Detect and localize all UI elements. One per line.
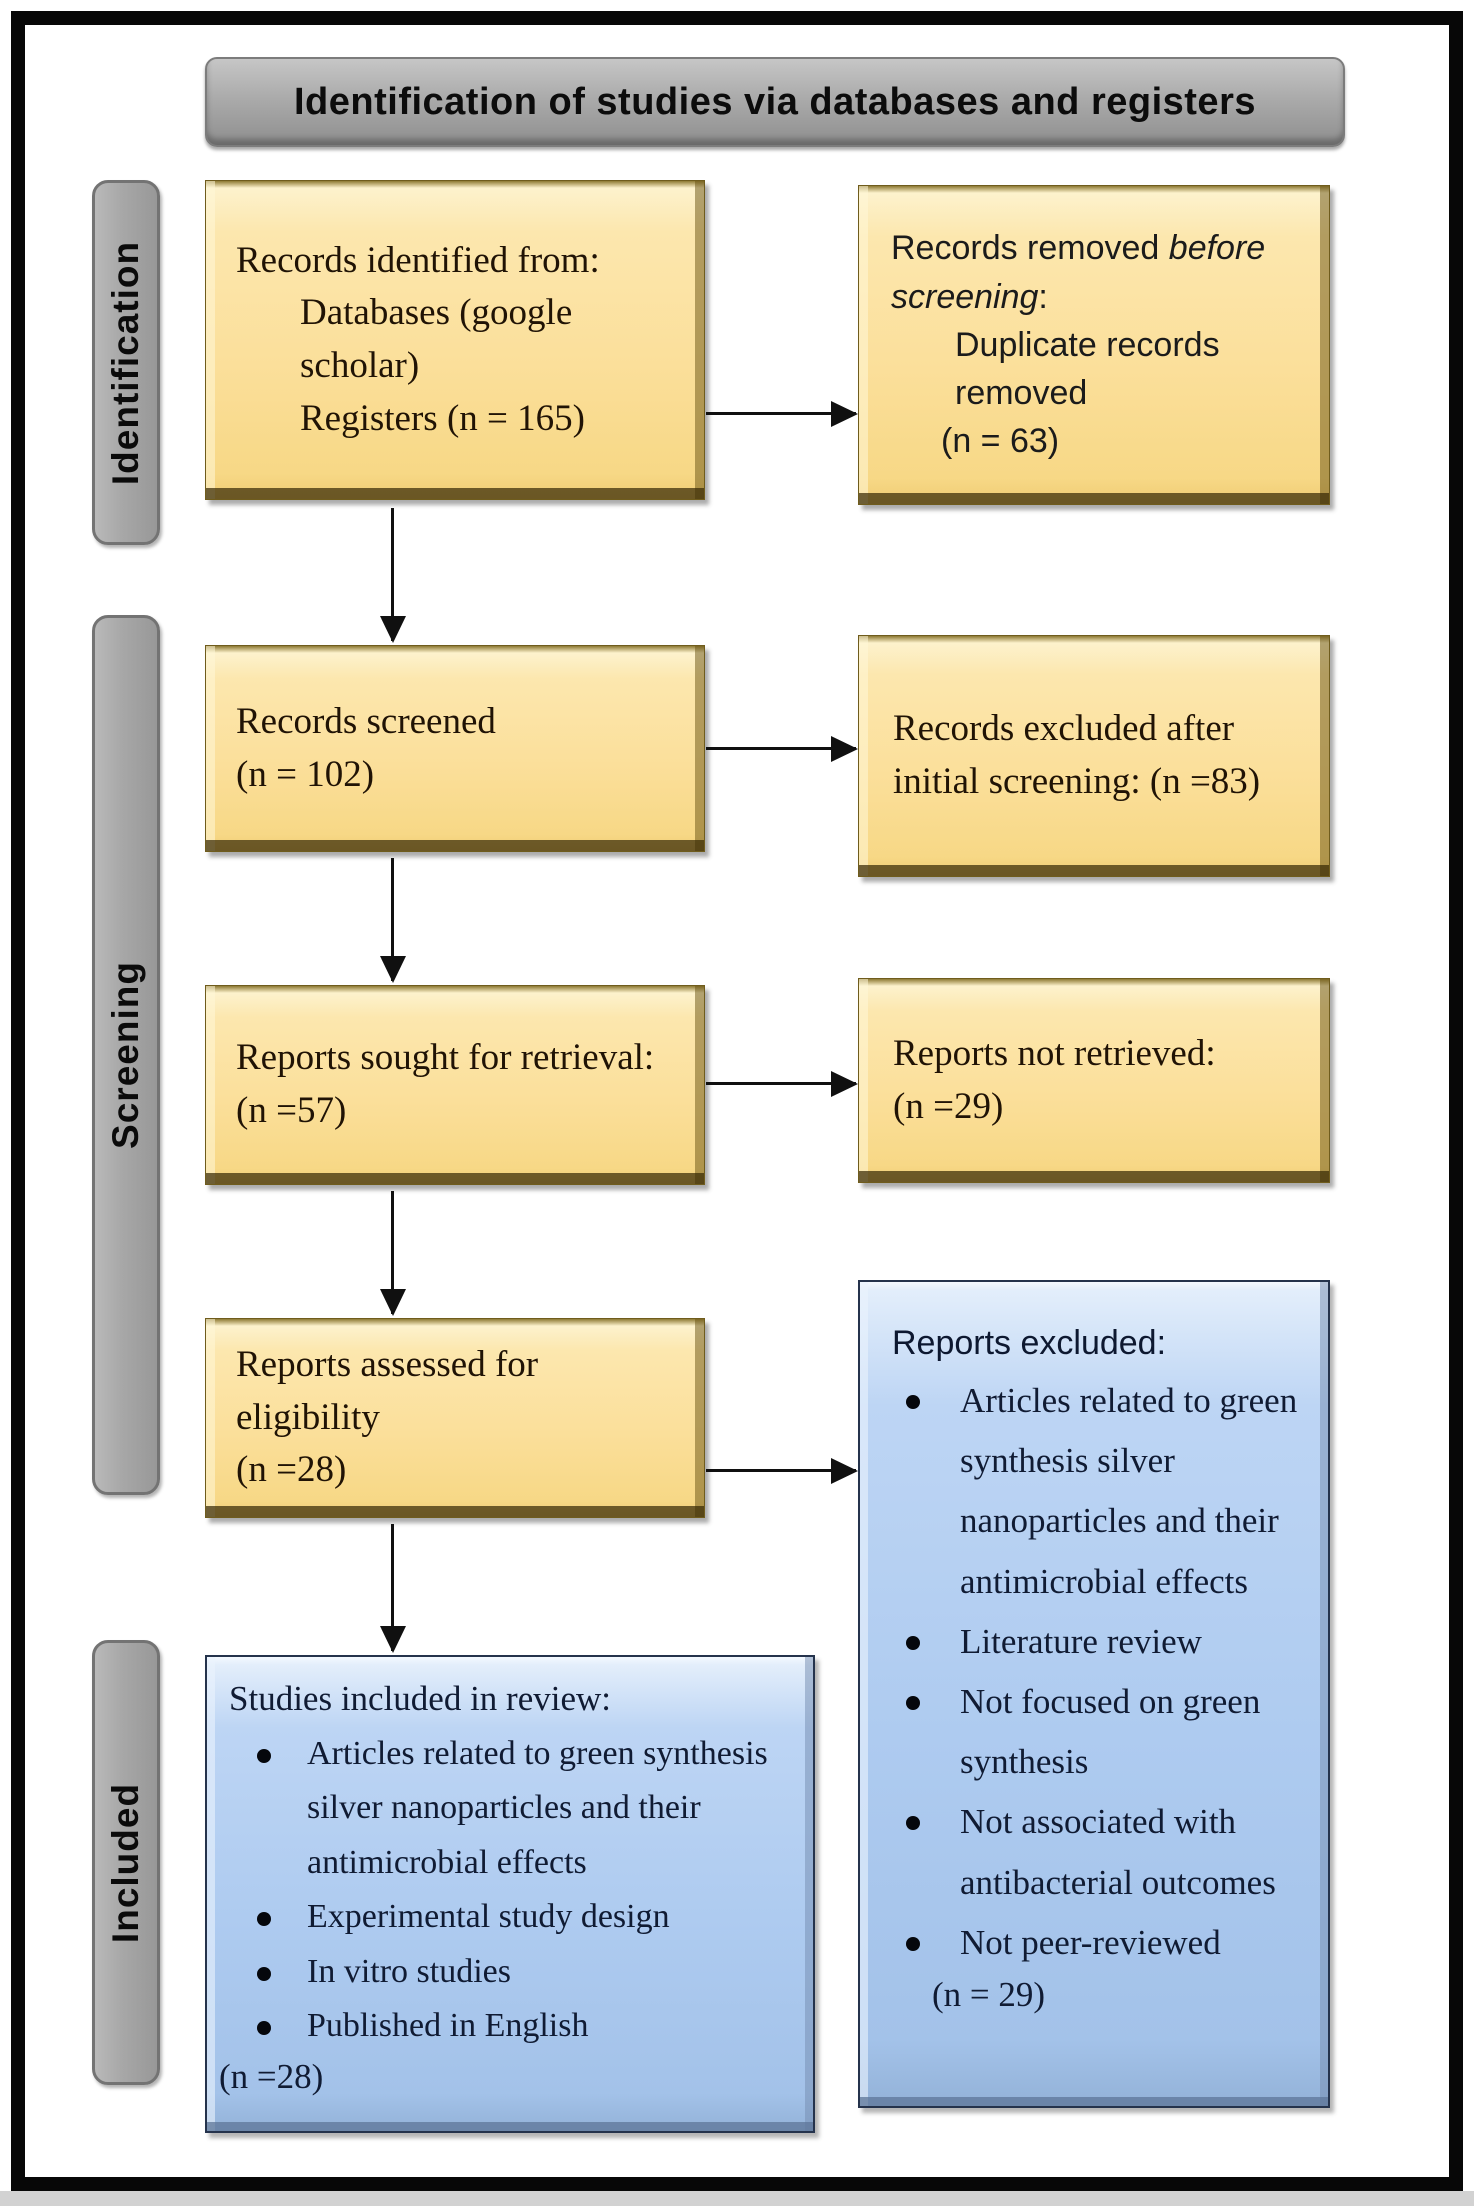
reports-sought-line1: Reports sought for retrieval: [236,1037,655,1079]
studies-included-header: Studies included in review: [229,1679,612,1718]
arrow-down-to-reports-assessed [391,1191,394,1314]
list-item: Articles related to green synthesis silv… [860,1371,1316,1612]
list-item: Not focused on green synthesis [860,1672,1316,1792]
box-reports-sought: Reports sought for retrieval: (n =57) [205,985,705,1185]
reports-excluded-count: (n = 29) [932,1974,1046,2014]
records-removed-line2: Duplicate records removed [955,325,1220,413]
flow-title: Identification of studies via databases … [294,80,1256,123]
box-records-removed-before-screening: Records removed before screening: Duplic… [858,185,1330,505]
list-item: Not peer-reviewed [860,1913,1316,1973]
box-records-screened: Records screened (n = 102) [205,645,705,852]
records-removed-line3: (n = 63) [941,422,1060,461]
stage-label-screening: Screening [92,615,160,1495]
studies-included-list: Articles related to green synthesis silv… [207,1727,805,2053]
box-reports-excluded: Reports excluded: Articles related to gr… [858,1280,1330,2108]
box-reports-not-retrieved: Reports not retrieved: (n =29) [858,978,1330,1183]
reports-not-retrieved-line1: Reports not retrieved: [893,1032,1216,1074]
list-item: Experimental study design [207,1890,805,1944]
stage-label-text: Identification [105,240,147,485]
stage-label-text: Included [105,1782,146,1943]
reports-excluded-header: Reports excluded: [892,1324,1167,1362]
list-item: Published in English [207,1999,805,2053]
reports-not-retrieved-line2: (n =29) [893,1085,1004,1127]
arrow-down-to-studies-included [391,1524,394,1651]
reports-excluded-list: Articles related to green synthesis silv… [860,1371,1316,1973]
arrow-right-reports-not-retrieved [706,1082,856,1085]
box-reports-assessed: Reports assessed for eligibility (n =28) [205,1318,705,1518]
list-item: Articles related to green synthesis silv… [207,1727,805,1890]
arrow-down-to-records-screened [391,508,394,641]
figure-border [11,11,1463,2191]
list-item: In vitro studies [207,1945,805,1999]
stage-label-text: Screening [105,961,146,1149]
arrow-right-reports-excluded [706,1469,856,1472]
studies-included-count: (n =28) [219,2057,324,2097]
records-screened-line2: (n = 102) [236,753,375,795]
stage-label-included: Included [92,1640,160,2085]
records-removed-italic: before screening [891,229,1266,316]
page-bottom-strip [0,2191,1474,2206]
records-identified-line3: Registers (n = 165) [300,397,585,439]
box-studies-included: Studies included in review: Articles rel… [205,1655,815,2133]
arrow-right-records-removed [706,412,856,415]
box-records-identified: Records identified from: Databases (goog… [205,180,705,500]
flow-title-bar: Identification of studies via databases … [205,57,1345,147]
reports-sought-line2: (n =57) [236,1090,347,1131]
reports-assessed-line2: (n =28) [236,1449,347,1491]
records-identified-line1: Records identified from: [236,239,600,281]
arrow-right-records-excluded [706,747,856,750]
records-identified-line2: Databases (google scholar) [300,292,573,386]
records-removed-post: : [1038,277,1048,316]
stage-label-identification: Identification [92,180,160,545]
arrow-down-to-reports-sought [391,858,394,981]
records-removed-pre: Records removed [891,229,1169,268]
list-item: Literature review [860,1612,1316,1672]
records-excluded-text: Records excluded after initial screening… [893,708,1261,802]
records-removed-line1: Records removed before screening: [891,224,1315,321]
box-records-excluded: Records excluded after initial screening… [858,635,1330,877]
reports-assessed-line1: Reports assessed for eligibility [236,1344,539,1438]
list-item: Not associated with antibacterial outcom… [860,1792,1316,1912]
records-screened-line1: Records screened [236,700,496,742]
